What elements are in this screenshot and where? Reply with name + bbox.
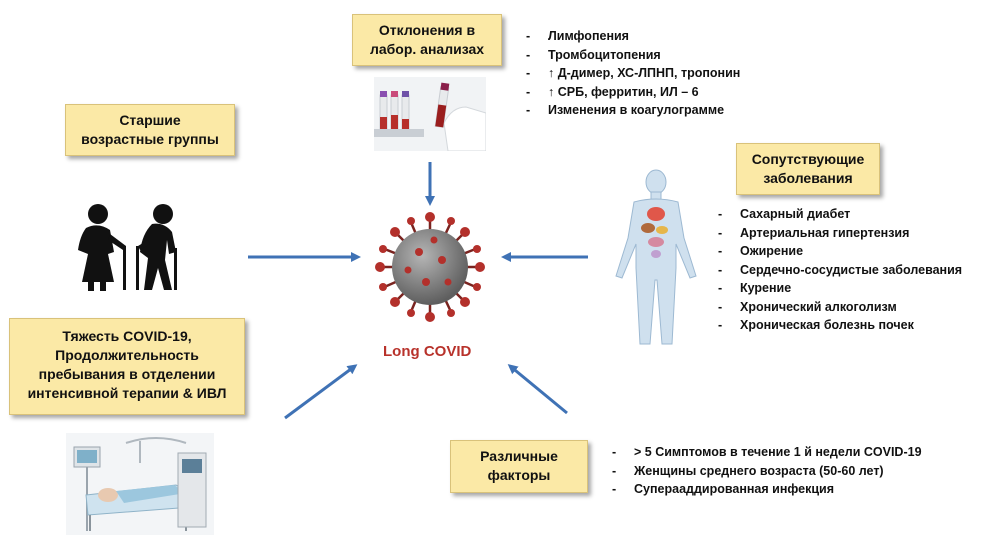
- severity-box-line3: пребывания в отделении: [38, 366, 216, 382]
- lab-box-line2: лабор. анализах: [369, 41, 485, 57]
- list-item: Курение: [718, 279, 962, 298]
- age-box-line2: возрастные группы: [81, 131, 219, 147]
- list-item: ↑ Д-димер, ХС-ЛПНП, тропонин: [526, 64, 740, 83]
- comorb-box-line1: Сопутствующие: [751, 151, 865, 167]
- elderly-couple-icon: [78, 204, 177, 291]
- list-item: Ожирение: [718, 242, 962, 261]
- list-item: Сердечно-сосудистые заболевания: [718, 261, 962, 280]
- age-box-line1: Старшие: [119, 112, 181, 128]
- list-item: Изменения в коагулограмме: [526, 101, 740, 120]
- virus-icon: [375, 212, 485, 322]
- list-item: ↑ СРБ, ферритин, ИЛ – 6: [526, 83, 740, 102]
- list-item: Суперааддированная инфекция: [612, 480, 922, 499]
- severity-box-line2: Продолжительность: [55, 347, 199, 363]
- lab-tubes-icon: [374, 77, 486, 151]
- severity-box-line4: интенсивной терапии & ИВЛ: [27, 385, 227, 401]
- severity-box-line1: Тяжесть COVID-19,: [62, 328, 192, 344]
- icu-bed-icon: [66, 433, 214, 535]
- comorbidities-box: Сопутствующие заболевания: [736, 143, 880, 195]
- list-item: > 5 Симптомов в течение 1 й недели COVID…: [612, 443, 922, 462]
- lab-abnormalities-box: Отклонения в лабор. анализах: [352, 14, 502, 66]
- list-item: Женщины среднего возраста (50-60 лет): [612, 462, 922, 481]
- list-item: Артериальная гипертензия: [718, 224, 962, 243]
- long-covid-label: Long COVID: [383, 343, 472, 360]
- severity-box: Тяжесть COVID-19, Продолжительность преб…: [9, 318, 245, 415]
- list-item: Лимфопения: [526, 27, 740, 46]
- list-item: Хронический алкоголизм: [718, 298, 962, 317]
- lab-box-line1: Отклонения в: [378, 22, 476, 38]
- various-box-line2: факторы: [487, 467, 551, 483]
- various-box-line1: Различные: [480, 448, 558, 464]
- lab-list: Лимфопения Тромбоцитопения ↑ Д-димер, ХС…: [526, 27, 740, 120]
- older-age-box: Старшие возрастные группы: [65, 104, 235, 156]
- human-body-icon: [615, 169, 697, 345]
- comorb-list: Сахарный диабет Артериальная гипертензия…: [718, 205, 962, 335]
- various-list: > 5 Симптомов в течение 1 й недели COVID…: [612, 443, 922, 499]
- various-factors-box: Различные факторы: [450, 440, 588, 493]
- list-item: Хроническая болезнь почек: [718, 316, 962, 335]
- arrow-from-various: [507, 364, 568, 415]
- list-item: Тромбоцитопения: [526, 46, 740, 65]
- comorb-box-line2: заболевания: [763, 170, 853, 186]
- arrow-from-severity: [284, 364, 358, 420]
- list-item: Сахарный диабет: [718, 205, 962, 224]
